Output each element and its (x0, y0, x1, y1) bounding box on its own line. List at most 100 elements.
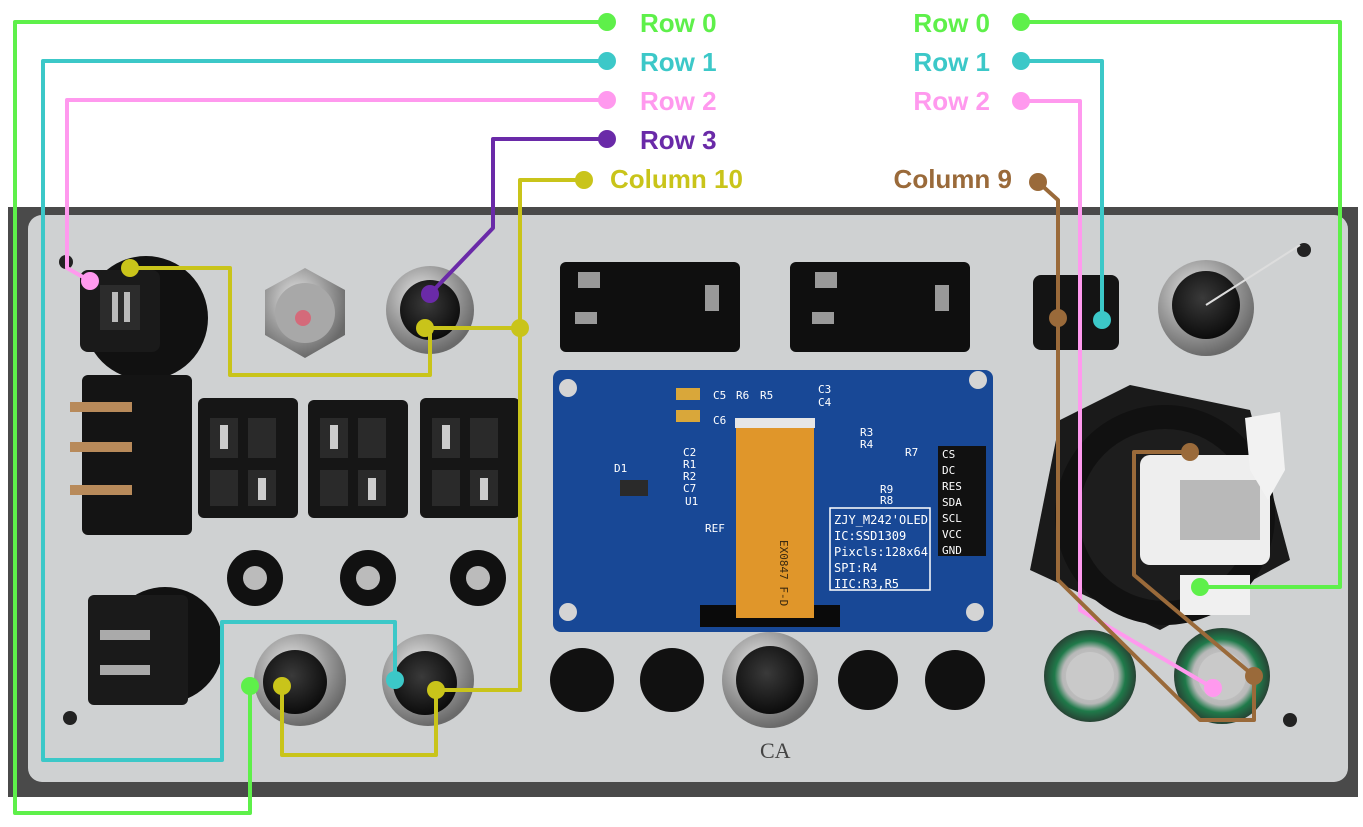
dot-row2-led (1204, 679, 1222, 697)
dot-row1-pushbutton (386, 671, 404, 689)
wire-row1-left (41, 59, 607, 762)
dot-row0-microswitch (1191, 578, 1209, 596)
wire-column10-b (130, 266, 520, 377)
dot-column10-junction (511, 319, 529, 337)
pcb-pin-labels: CS DC RES SDA SCL VCC GND (942, 448, 962, 557)
pcb-pin-label: VCC (942, 528, 962, 541)
dot-row2-right-label (1012, 92, 1030, 110)
pcb-info-line: ZJY_M242'OLED (834, 513, 928, 527)
label-column9: Column 9 (894, 164, 1012, 194)
pcb-info-line: IIC:R3,R5 (834, 577, 899, 591)
wire-row0-left (13, 20, 607, 815)
pcb-component-label: C7 (683, 482, 696, 495)
label-row2-right: Row 2 (913, 86, 990, 116)
pcb-component-label: R4 (860, 438, 874, 451)
dot-row0-left-label (598, 13, 616, 31)
pcb-pin-label: SDA (942, 496, 962, 509)
toggle-block-3 (420, 398, 520, 518)
dot-row0-right-label (1012, 13, 1030, 31)
wire-column10-a (436, 178, 584, 692)
pcb-info-lines: ZJY_M242'OLED IC:SSD1309Pixcls:128x64SPI:… (834, 513, 928, 591)
pcb-component-label: R6 (736, 389, 749, 402)
dot-column10-encoder (273, 677, 291, 695)
label-row1-left: Row 1 (640, 47, 717, 77)
wire-row1-right (1021, 59, 1104, 320)
wire-row3-left (428, 137, 607, 296)
pcb-info-line: SPI:R4 (834, 561, 877, 575)
pcb-component-label: C3 (818, 383, 831, 396)
small-leds-row (227, 550, 506, 606)
dot-row3-left-label (598, 130, 616, 148)
pcb-component-label: R1 (683, 458, 696, 471)
rocker-switch-bottom-left (88, 587, 223, 705)
wire-row2-left (65, 98, 607, 283)
dot-column9-label (1029, 173, 1047, 191)
dot-column9-microswitch (1181, 443, 1199, 461)
rotary-encoder-bottom-left (254, 634, 346, 726)
label-row0-left: Row 0 (640, 8, 717, 38)
pcb-info-line: IC:SSD1309 (834, 529, 906, 543)
hex-indicator (265, 268, 345, 358)
dot-row3-button (421, 285, 439, 303)
socket-top-1 (560, 262, 740, 352)
pcb-component-label: C2 (683, 446, 696, 459)
mount-hole-tr (1297, 243, 1311, 257)
pcb-pin-label: GND (942, 544, 962, 557)
ribbon-marking: EX0847 F-D (777, 540, 790, 606)
pcb-component-label: C6 (713, 414, 726, 427)
pcb-component-label: R5 (760, 389, 773, 402)
pcb-component-label: D1 (614, 462, 627, 475)
pcb-pin-label: SCL (942, 512, 962, 525)
label-row1-right: Row 1 (913, 47, 990, 77)
dot-column9-led (1245, 667, 1263, 685)
dot-column10-button (416, 319, 434, 337)
dot-row2-left-label (598, 91, 616, 109)
pcb-component-label: C4 (818, 396, 832, 409)
pcb-info-box (829, 507, 931, 591)
dot-column10-label (575, 171, 593, 189)
toggle-block-1 (198, 398, 298, 518)
dot-column10-pushbutton (427, 681, 445, 699)
pcb-component-label: R8 (880, 494, 893, 507)
round-button-row3 (386, 266, 474, 354)
pcb-info-line: Pixcls:128x64 (834, 545, 928, 559)
pcb-pin-label: DC (942, 464, 955, 477)
dot-row1-right-label (1012, 52, 1030, 70)
label-row3-left: Row 3 (640, 125, 717, 155)
pcb-component-label: R9 (880, 483, 893, 496)
wire-row0-right (1021, 20, 1342, 589)
green-led-button-1 (1044, 630, 1136, 722)
dot-column9-square (1049, 309, 1067, 327)
wire-row2-right (1021, 99, 1215, 690)
wire-column9-a (1036, 180, 1256, 722)
oled-pcb: REF EX0847 F-D (553, 370, 993, 632)
dot-column10-switch (121, 259, 139, 277)
pcb-ref-label: REF (705, 522, 725, 535)
pcb-component-label: U1 (685, 495, 698, 508)
dot-row1-square (1093, 311, 1111, 329)
wire-column9-b (1132, 450, 1256, 678)
toggle-block-2 (308, 400, 408, 518)
mount-hole-br (1283, 713, 1297, 727)
pcb-pin-label: CS (942, 448, 955, 461)
square-button-right (1033, 275, 1119, 350)
pcb-component-label: R2 (683, 470, 696, 483)
label-row2-left: Row 2 (640, 86, 717, 116)
socket-top-2 (790, 262, 970, 352)
dot-row0-encoder (241, 677, 259, 695)
handwritten-mark: CA (760, 738, 791, 763)
pcb-component-label: R7 (905, 446, 918, 459)
pushbutton-bottom-mid (382, 634, 474, 726)
dot-row1-left-label (598, 52, 616, 70)
mount-hole-bl (63, 711, 77, 725)
label-column10: Column 10 (610, 164, 743, 194)
dot-row2-switch (81, 272, 99, 290)
wire-column10-c (280, 686, 438, 757)
pcb-pin-label: RES (942, 480, 962, 493)
arcade-button-large (1030, 385, 1290, 630)
small-buttons-bottom-centre (550, 632, 985, 728)
rocker-switch-big (70, 375, 192, 535)
